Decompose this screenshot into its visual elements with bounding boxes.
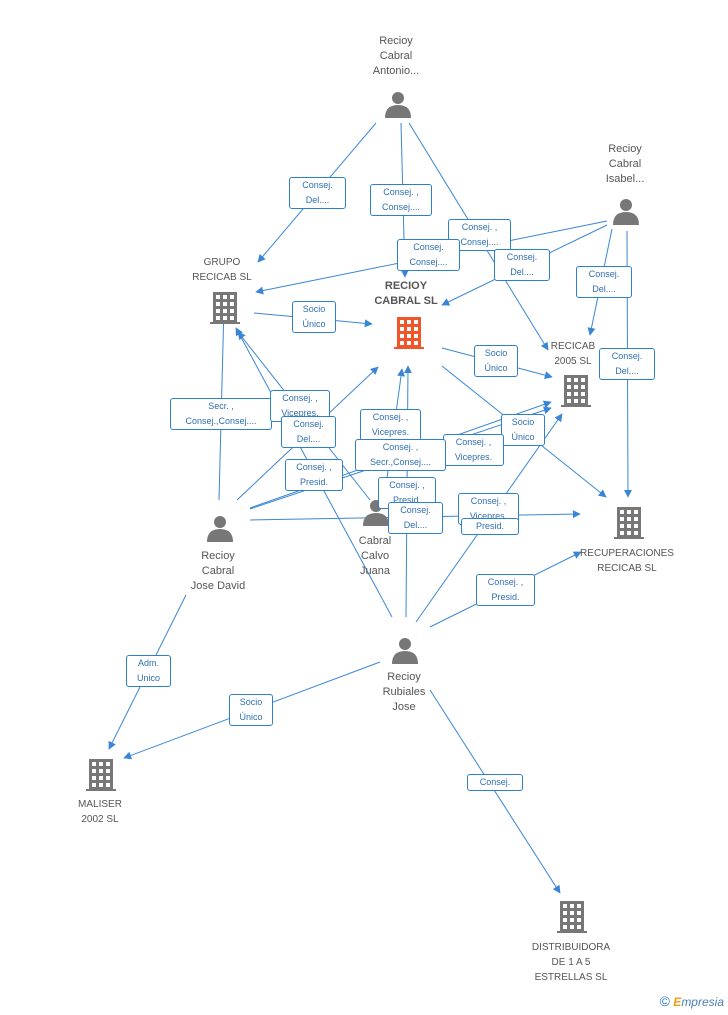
edge-label[interactable]: Socio Único <box>229 694 273 726</box>
node-label: Recioy Cabral Isabel... <box>605 143 645 185</box>
brand-logo-text: mpresia <box>681 995 724 1009</box>
person-icon <box>385 92 411 118</box>
node-label: RECICAB 2005 SL <box>550 341 596 367</box>
building-icon <box>561 375 591 407</box>
person-icon <box>392 638 418 664</box>
edge-label[interactable]: Consej. , Consej.... <box>370 184 432 216</box>
node-label: MALISER 2002 SL <box>78 799 122 825</box>
edge-label[interactable]: Socio Único <box>474 345 518 377</box>
edge-label[interactable]: Consej. , Secr.,Consej.... <box>355 439 446 471</box>
edge-label[interactable]: Presid. <box>461 518 519 535</box>
edge-label[interactable]: Socio Único <box>292 301 336 333</box>
building-icon <box>557 901 587 933</box>
edge-line <box>429 689 561 894</box>
node-label: RECIOY CABRAL SL <box>374 280 438 307</box>
node-icons <box>86 92 644 933</box>
edge-label[interactable]: Consej. Del.... <box>289 177 346 209</box>
edge-label[interactable]: Consej. Del.... <box>388 502 443 534</box>
edge-label[interactable]: Consej. Consej.... <box>397 239 460 271</box>
node-label: Cabral Calvo Juana <box>358 535 392 577</box>
node-label: DISTRIBUIDORA DE 1 A 5 ESTRELLAS SL <box>531 942 611 983</box>
edge-label[interactable]: Consej. <box>467 774 523 791</box>
node-label: Recioy Cabral Antonio... <box>372 35 420 77</box>
building-icon <box>86 759 116 791</box>
node-label: RECUPERACIONES RECICAB SL <box>580 548 674 574</box>
node-label: GRUPO RECICAB SL <box>192 257 252 283</box>
person-icon <box>613 199 639 225</box>
edge-label[interactable]: Adm. Unico <box>126 655 171 687</box>
edge-label[interactable]: Consej. , Presid. <box>285 459 343 491</box>
edge-lines <box>108 122 632 894</box>
building-icon <box>210 292 240 324</box>
node-label: Recioy Cabral Jose David <box>190 550 246 592</box>
brand-logo-e: E <box>673 995 682 1009</box>
edge-label[interactable]: Consej. Del.... <box>494 249 550 281</box>
copyright-symbol: © <box>659 993 670 1009</box>
edge-label[interactable]: Consej. Del.... <box>599 348 655 380</box>
building-icon <box>614 507 644 539</box>
node-label: Recioy Rubiales Jose <box>382 671 426 713</box>
person-icon <box>207 516 233 542</box>
edge-label[interactable]: Consej. , Presid. <box>476 574 535 606</box>
edge-label[interactable]: Socio Único <box>501 414 545 446</box>
edge-label[interactable]: Consej. Del.... <box>281 416 336 448</box>
edge-label[interactable]: Secr. , Consej.,Consej.... <box>170 398 272 430</box>
edge-label[interactable]: Consej. Del.... <box>576 266 632 298</box>
brand-footer: © Empresia <box>660 993 724 1009</box>
edge-label[interactable]: Consej. , Vicepres. <box>443 434 504 466</box>
building-icon <box>394 317 424 349</box>
edge-label[interactable]: Consej. , Vicepres. <box>360 409 421 441</box>
